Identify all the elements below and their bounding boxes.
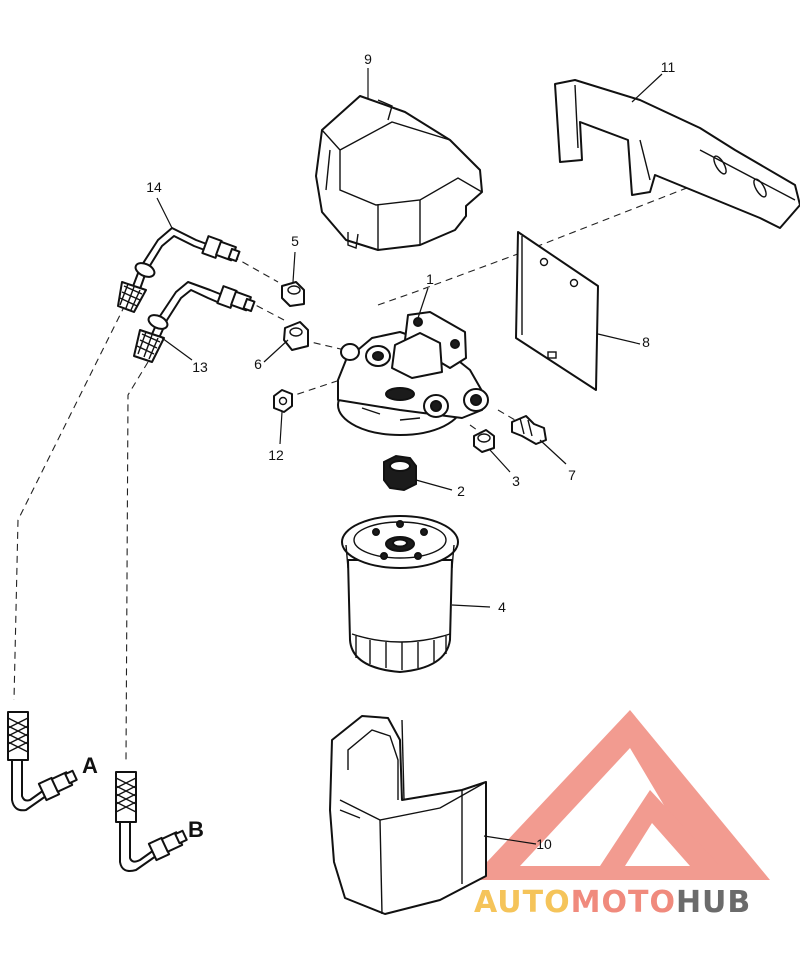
callout-10: 10 — [536, 836, 552, 852]
part-5-fitting — [281, 281, 305, 307]
part-6-fitting — [283, 321, 309, 351]
callout-13: 13 — [192, 359, 208, 375]
part-10-lower-shield — [329, 715, 487, 915]
part-1-filter-head — [337, 311, 489, 436]
part-12-nut — [273, 389, 293, 413]
callout-2: 2 — [457, 483, 465, 499]
callout-labels: 9 11 14 5 1 8 13 6 12 2 3 7 4 10 — [146, 51, 675, 852]
part-9-filter-cover — [315, 95, 483, 251]
dashed-guide-lines — [13, 174, 721, 761]
watermark-part-auto: AUTO — [474, 885, 571, 920]
connector-b-pipe-end — [115, 771, 188, 872]
watermark-wordmark: AUTOMOTOHUB — [474, 885, 751, 920]
part-8-gasket-plate — [515, 231, 599, 391]
callout-6: 6 — [254, 356, 262, 372]
callout-3: 3 — [512, 473, 520, 489]
watermark-part-hub: HUB — [676, 885, 751, 920]
part-13-fuel-pipe-b — [133, 281, 256, 363]
part-14-fuel-pipe-a — [117, 227, 241, 313]
callout-9: 9 — [364, 51, 372, 67]
part-11-bracket — [554, 79, 800, 229]
callout-12: 12 — [268, 447, 284, 463]
callout-1: 1 — [426, 271, 434, 287]
part-4-filter-element — [341, 515, 459, 673]
part-3-fitting — [473, 429, 495, 453]
watermark-logo — [470, 710, 770, 880]
part-7-banjo-bolt — [511, 415, 547, 445]
connector-label-a: A — [82, 753, 98, 778]
part-2-drain-plug — [383, 454, 417, 492]
callout-8: 8 — [642, 334, 650, 350]
connector-a-pipe-end — [7, 711, 78, 812]
watermark-part-moto: MOTO — [571, 885, 676, 920]
connector-label-b: B — [188, 817, 204, 842]
callout-7: 7 — [568, 467, 576, 483]
callout-4: 4 — [498, 599, 506, 615]
callout-11: 11 — [661, 59, 676, 75]
callout-5: 5 — [291, 233, 299, 249]
leader-lines — [156, 68, 663, 845]
callout-14: 14 — [146, 179, 162, 195]
